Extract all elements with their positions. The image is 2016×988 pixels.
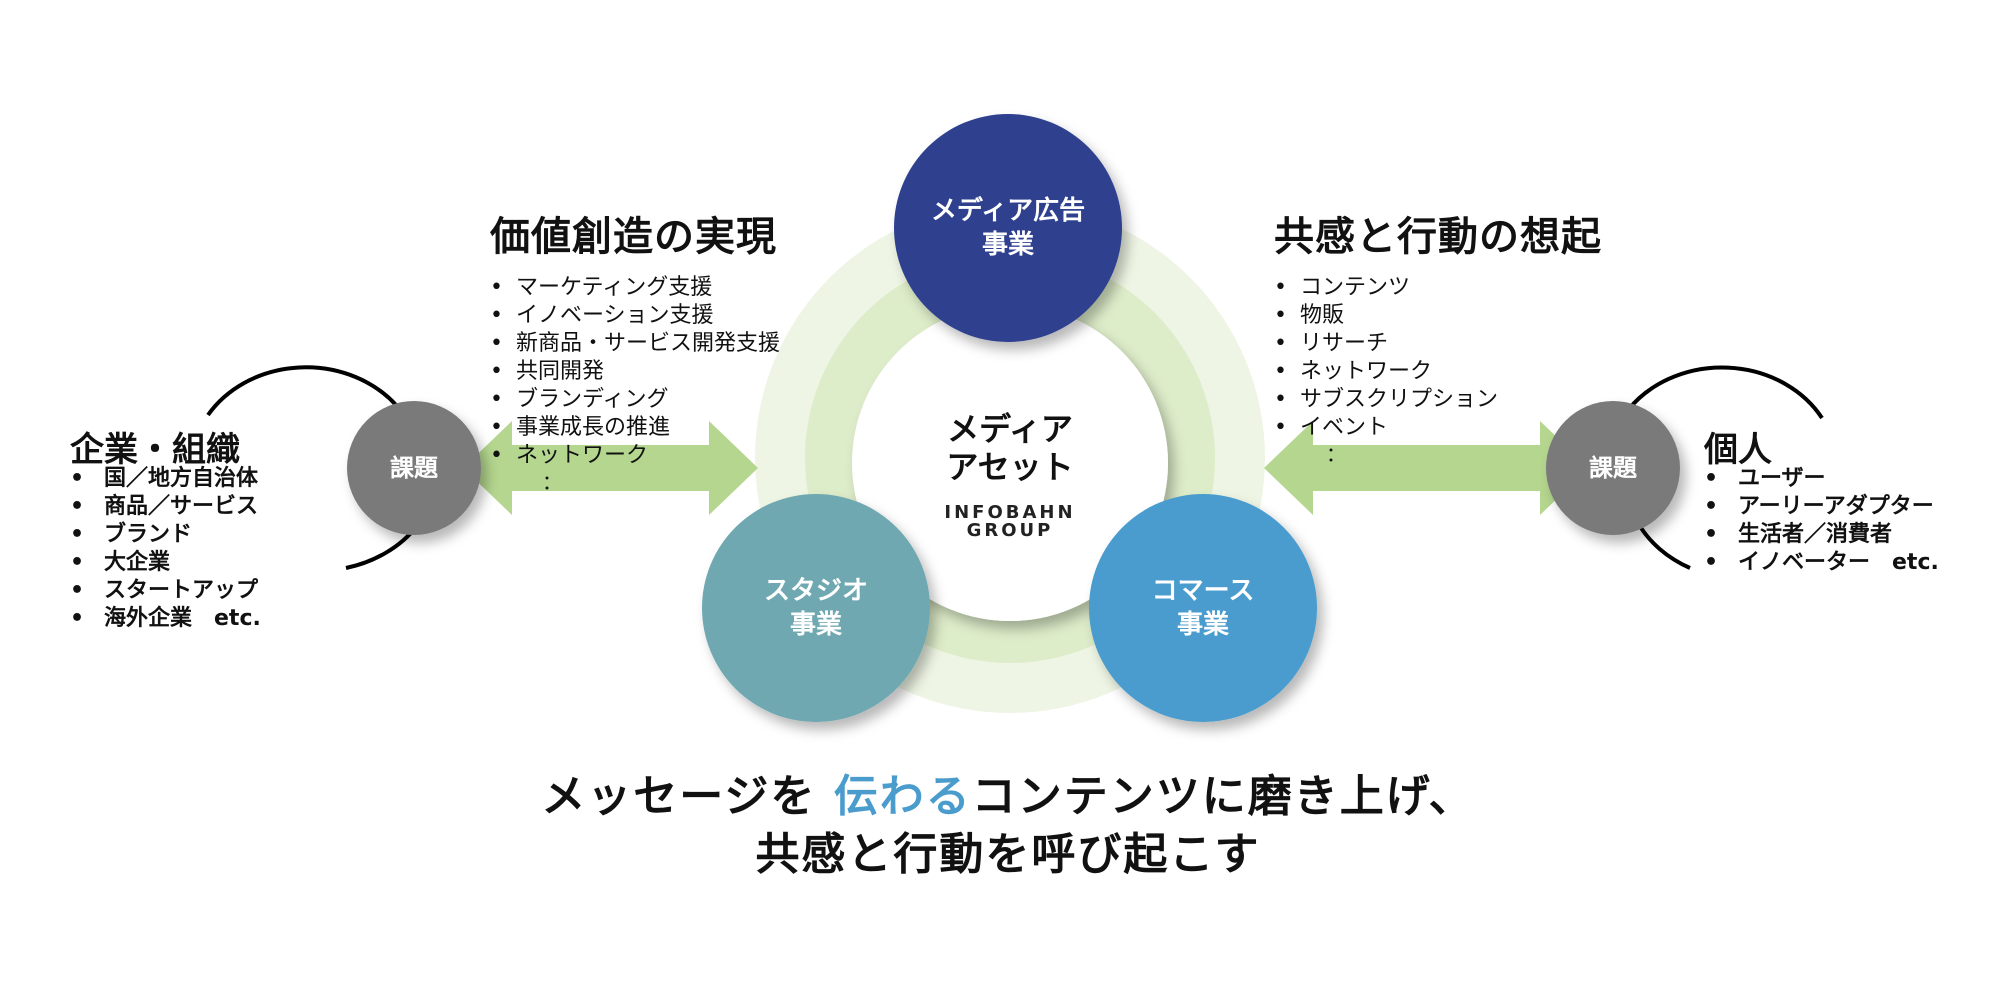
studio-label-line1: スタジオ	[763, 576, 868, 606]
center-label: メディア アセット	[910, 410, 1110, 486]
list-item: マーケティング支援	[490, 274, 780, 302]
right-arc-bottom	[1636, 521, 1691, 570]
tagline: メッセージを 伝わるコンテンツに磨き上げ、 共感と行動を呼び起こす	[0, 768, 2016, 884]
right-arc-top	[1626, 365, 1824, 420]
commerce-label: コマース 事業	[1103, 574, 1303, 642]
tagline-highlight: 伝わる	[833, 771, 972, 822]
list-item: イノベーター etc.	[1704, 549, 1939, 577]
list-item: 生活者／消費者	[1704, 521, 1939, 549]
list-item: 共同開発	[490, 358, 780, 386]
media-ad-circle	[894, 114, 1122, 342]
left-list-continuation: ：	[542, 470, 562, 494]
list-item: イベント	[1274, 414, 1498, 442]
commerce-label-line2: 事業	[1176, 610, 1229, 640]
media-ad-label: メディア広告 事業	[908, 194, 1108, 262]
list-item: 国／地方自治体	[70, 465, 261, 493]
media-ad-label-line1: メディア広告	[930, 196, 1086, 226]
list-item: 事業成長の推進	[490, 414, 780, 442]
list-item: ユーザー	[1704, 465, 1939, 493]
list-item: ブランド	[70, 521, 261, 549]
list-item: リサーチ	[1274, 330, 1498, 358]
logo-line1: INFOBAHN	[944, 502, 1076, 523]
list-item: 新商品・サービス開発支援	[490, 330, 780, 358]
center-circle	[852, 305, 1168, 621]
list-item: ネットワーク	[1274, 358, 1498, 386]
media-ad-label-line2: 事業	[981, 230, 1034, 260]
right-service-list: コンテンツ 物販 リサーチ ネットワーク サブスクリプション イベント	[1274, 274, 1498, 442]
list-item: イノベーション支援	[490, 302, 780, 330]
logo-line2: GROUP	[966, 520, 1054, 541]
right-heading: 共感と行動の想起	[1274, 214, 1602, 260]
left-arc-top	[206, 365, 398, 417]
tagline-line1: メッセージを 伝わるコンテンツに磨き上げ、	[0, 768, 2016, 826]
tagline-line2: 共感と行動を呼び起こす	[755, 829, 1261, 880]
right-badge-label: 課題	[1589, 454, 1637, 482]
list-item: 大企業	[70, 549, 261, 577]
studio-circle	[702, 494, 930, 722]
infobahn-group-logo: INFOBAHN GROUP	[910, 504, 1110, 540]
left-group-list: 国／地方自治体 商品／サービス ブランド 大企業 スタートアップ 海外企業 et…	[70, 465, 261, 633]
list-item: 海外企業 etc.	[70, 605, 261, 633]
list-item: アーリーアダプター	[1704, 493, 1939, 521]
right-group-list: ユーザー アーリーアダプター 生活者／消費者 イノベーター etc.	[1704, 465, 1939, 577]
studio-label-line2: 事業	[789, 610, 842, 640]
right-list-continuation: ：	[1326, 442, 1346, 466]
list-item: コンテンツ	[1274, 274, 1498, 302]
right-double-arrow	[1264, 421, 1589, 515]
list-item: 商品／サービス	[70, 493, 261, 521]
list-item: 物販	[1274, 302, 1498, 330]
list-item: サブスクリプション	[1274, 386, 1498, 414]
left-heading: 価値創造の実現	[490, 214, 777, 260]
right-group-label: 個人	[1704, 430, 1772, 470]
center-label-line2: アセット	[946, 448, 1074, 486]
left-badge-circle	[347, 401, 481, 535]
center-label-line1: メディア	[947, 410, 1073, 448]
commerce-circle	[1089, 494, 1317, 722]
left-group-label: 企業・組織	[70, 430, 240, 470]
list-item: ネットワーク	[490, 442, 780, 470]
right-badge-circle	[1546, 401, 1680, 535]
left-service-list: マーケティング支援 イノベーション支援 新商品・サービス開発支援 共同開発 ブラ…	[490, 274, 780, 470]
commerce-label-line1: コマース	[1151, 576, 1255, 606]
list-item: スタートアップ	[70, 577, 261, 605]
tagline-line1-after: コンテンツに磨き上げ、	[971, 771, 1475, 822]
studio-label: スタジオ 事業	[716, 574, 916, 642]
list-item: ブランディング	[490, 386, 780, 414]
tagline-line1-before: メッセージを	[541, 771, 834, 822]
left-badge-label: 課題	[390, 454, 438, 482]
